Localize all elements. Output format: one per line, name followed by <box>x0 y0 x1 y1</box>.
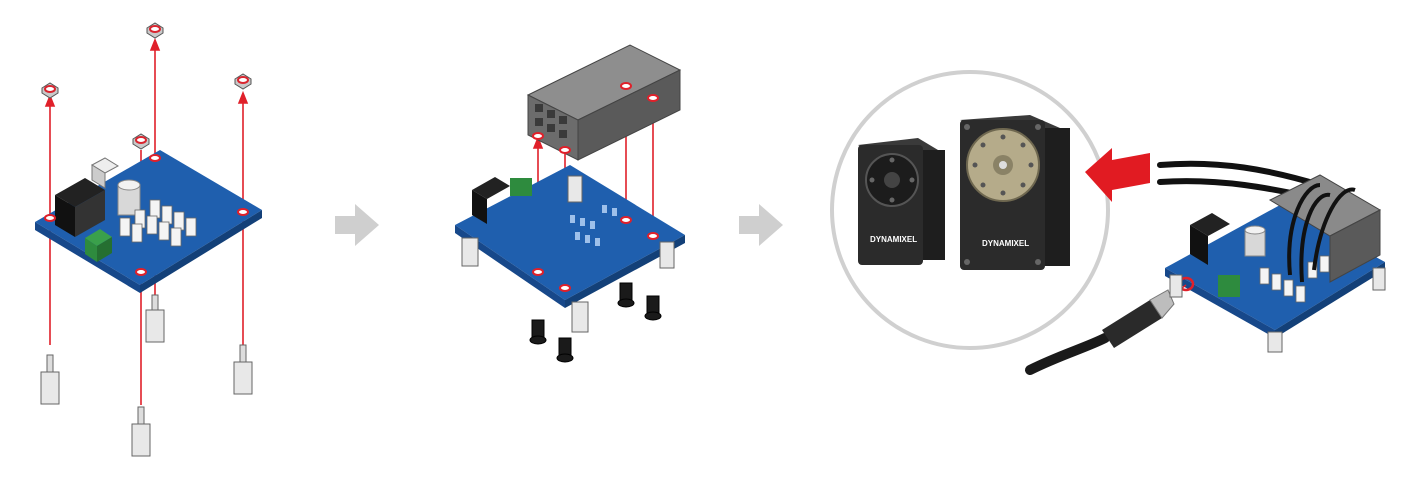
mount-holes <box>532 216 659 292</box>
servo-right: DYNAMIXEL <box>960 115 1070 270</box>
usb-port <box>90 157 120 189</box>
nut-icon <box>41 82 59 99</box>
spacer-icon <box>40 354 60 405</box>
spacers <box>461 175 675 333</box>
spacers <box>40 294 253 457</box>
nuts <box>41 22 252 150</box>
dc-jack <box>472 177 510 224</box>
arrow-right-icon <box>739 204 783 246</box>
capacitor <box>117 179 141 216</box>
step-2-attach-battery-box <box>440 0 700 485</box>
terminal-block <box>1218 275 1240 297</box>
header-connectors <box>1259 255 1330 303</box>
step-3-illustration: DYNAMIXEL DYNA <box>830 70 1386 375</box>
terminal-block <box>85 229 112 262</box>
pcb-board <box>455 165 685 308</box>
dc-jack <box>55 178 105 237</box>
spacer-icon <box>233 344 253 395</box>
connect-arrow-icon <box>1085 148 1150 202</box>
spacer-icon <box>145 294 165 343</box>
nut-icon <box>234 73 252 90</box>
power-plug <box>1025 276 1195 375</box>
step-1-illustration <box>35 22 262 457</box>
next-step-arrow-1 <box>333 200 383 250</box>
battery-box <box>526 44 682 161</box>
step-3-connect-servos-power: DYNAMIXEL DYNA <box>820 0 1410 485</box>
bolt-icon <box>556 337 574 363</box>
header-connectors <box>119 199 197 247</box>
dc-jack <box>1190 213 1230 265</box>
mount-holes <box>44 154 249 276</box>
bolt-icon <box>529 319 547 345</box>
servo-right-brand: DYNAMIXEL <box>982 239 1029 248</box>
bolts <box>529 282 662 363</box>
arrow-right-icon <box>335 204 379 246</box>
capacitor <box>1244 225 1266 257</box>
pcb-traces <box>570 205 617 246</box>
servo-left-brand: DYNAMIXEL <box>870 235 917 244</box>
spacer-icon <box>131 406 151 457</box>
step-1-mount-spacers <box>0 0 300 485</box>
connector-cables <box>1287 183 1356 283</box>
battery-box <box>1268 174 1382 283</box>
servo-left: DYNAMIXEL <box>858 138 945 265</box>
nut-icon <box>132 133 150 150</box>
bolt-icon <box>617 282 635 308</box>
spacers <box>1169 267 1386 353</box>
nut-icon <box>146 22 164 39</box>
bolt-icon <box>644 295 662 321</box>
terminal-block <box>510 178 532 196</box>
step-2-illustration <box>455 44 685 363</box>
next-step-arrow-2 <box>737 200 787 250</box>
